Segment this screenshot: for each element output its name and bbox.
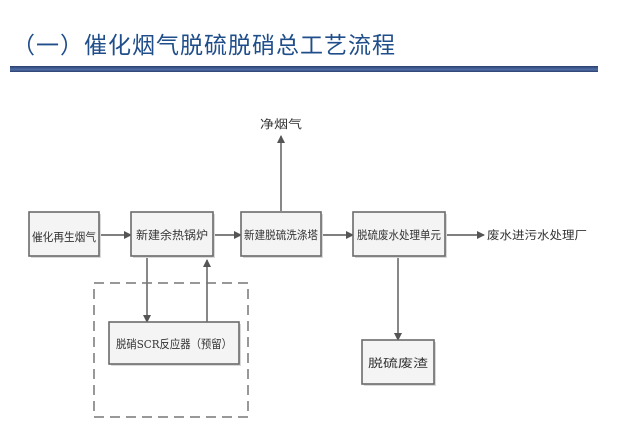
page-title: （一）催化烟气脱硫脱硝总工艺流程 (12, 33, 396, 59)
box-desulfur-tower: 新建脱硫洗涤塔 (240, 211, 323, 258)
box-source: 催化再生烟气 (28, 211, 101, 258)
box-wastewater-unit-label: 脱硫废水处理单元 (357, 228, 441, 242)
title-divider (10, 66, 598, 72)
box-desulfur-tower-label: 新建脱硫洗涤塔 (244, 228, 318, 242)
box-scr-reactor-label: 脱硝SCR反应器（预留） (116, 337, 232, 351)
box-boiler: 新建余热锅炉 (130, 211, 215, 258)
wastewater-output-label: 废水进污水处理厂 (487, 228, 587, 242)
clean-gas-label: 净烟气 (260, 117, 303, 131)
box-scr-reactor: 脱硝SCR反应器（预留） (108, 321, 241, 366)
box-slag: 脱硫废渣 (361, 339, 436, 386)
box-boiler-label: 新建余热锅炉 (136, 228, 208, 242)
box-source-label: 催化再生烟气 (32, 230, 96, 244)
box-wastewater-unit: 脱硫废水处理单元 (352, 211, 447, 258)
box-slag-label: 脱硫废渣 (368, 356, 429, 370)
